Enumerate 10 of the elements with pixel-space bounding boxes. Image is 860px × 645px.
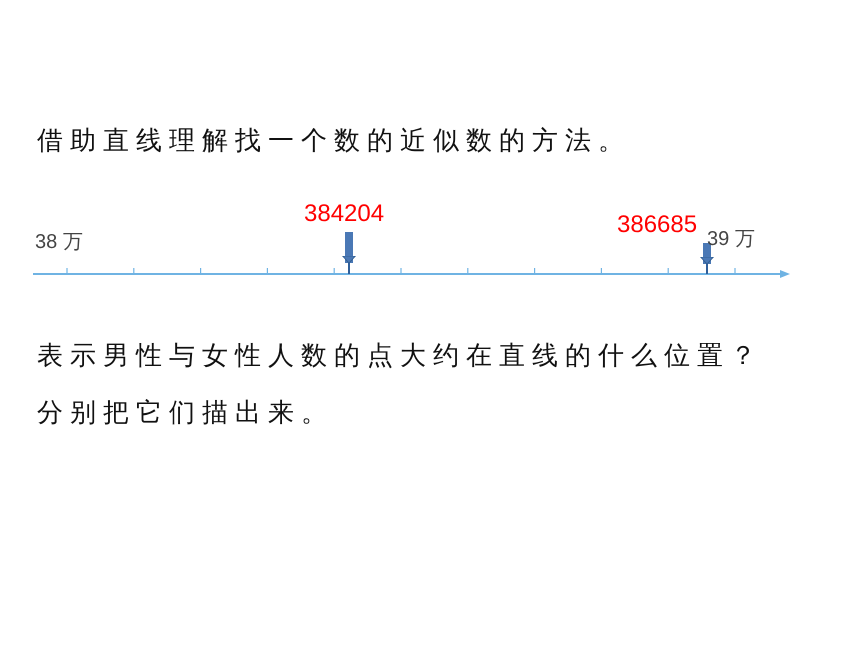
scale-label: 39 万 xyxy=(707,228,755,250)
tick-mark xyxy=(348,263,350,274)
value-label: 384204 xyxy=(304,202,384,226)
arrow xyxy=(342,232,356,264)
tick-mark xyxy=(706,264,708,274)
title: 借助直线理解找一个数的近似数的方法。 xyxy=(37,126,631,156)
scale-label: 38 万 xyxy=(35,231,83,253)
value-label: 386685 xyxy=(617,213,698,237)
arrow xyxy=(700,243,714,264)
question-text: 表示男性与女性人数的点大约在直线的什么位置？分别把它们描出来。 xyxy=(37,340,764,430)
